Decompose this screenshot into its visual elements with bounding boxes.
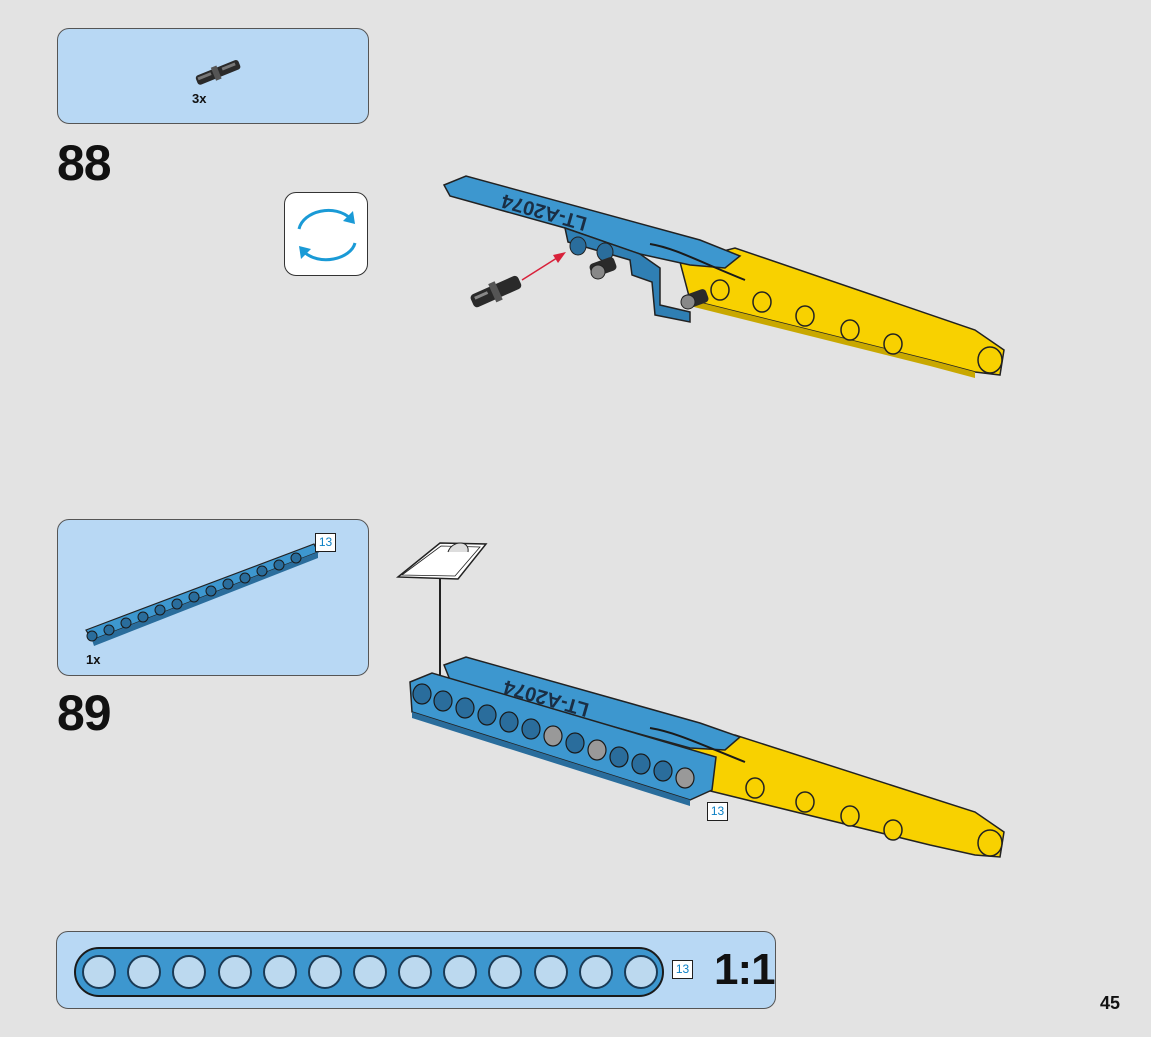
assembly-length-tag: 13 [707, 802, 728, 821]
step-89-parts-box: 1x [57, 519, 369, 676]
loose-connector-pin [470, 275, 522, 308]
liftarm-1to1-icon [74, 947, 664, 997]
blue-panel-part [442, 175, 746, 323]
rotate-model-icon [297, 208, 357, 262]
blue-liftarm-icon [85, 543, 319, 646]
scale-reference-box [56, 931, 776, 1009]
yellow-frame-part [679, 734, 1005, 858]
length-tag: 13 [315, 533, 336, 552]
sticker-icon [395, 542, 488, 676]
part-quantity: 3x [192, 91, 207, 106]
installed-pin [680, 289, 709, 310]
part-quantity: 1x [86, 652, 101, 667]
step-number-89: 89 [57, 685, 112, 741]
installed-pin [589, 257, 617, 280]
blue-liftarm-attached [409, 672, 717, 806]
connector-pin-icon [195, 60, 241, 85]
step-88-parts-box: 3x [57, 28, 369, 124]
insert-direction-arrow [521, 252, 566, 281]
scale-label: 1:1 [714, 945, 776, 994]
scale-length-tag: 13 [672, 960, 693, 979]
rotate-model-box [284, 192, 368, 276]
yellow-frame-part [679, 247, 1005, 378]
page-number: 45 [1100, 993, 1121, 1013]
step-number-88: 88 [57, 135, 112, 191]
